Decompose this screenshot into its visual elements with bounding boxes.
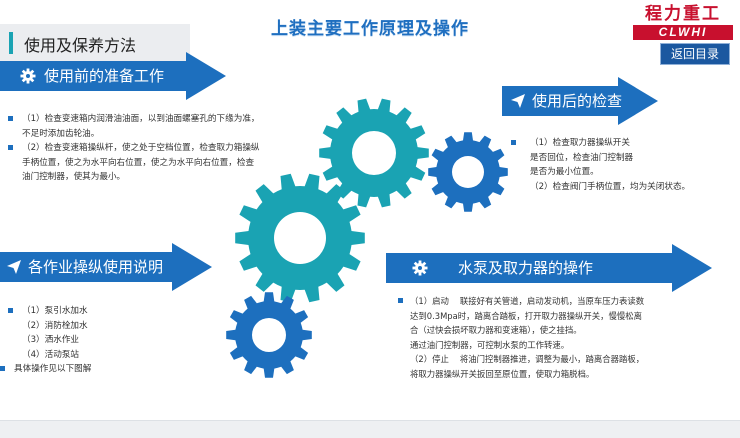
page-title: 上装主要工作原理及操作 [271,19,469,39]
text-line: （1）启动 联接好有关管道，启动发动机，当原车压力表读数 [410,296,645,306]
text-line: （2）停止 将油门控制器推进，调整为最小，踏离合器踏板， [410,354,645,364]
text-line: （1）检查取力器操纵开关 [530,138,630,148]
list-item: （4）活动泵站 [22,349,80,360]
logo-chinese-text: 程力重工 [645,4,721,24]
list-item: 具体操作见以下图解 [0,362,210,377]
pump-operation-banner: 水泵及取力器的操作 [386,244,712,292]
text-line: 合（过快会损坏取力器和变速箱），使之挂挡。 [410,325,582,335]
pump-operation-text: （1）启动 联接好有关管道，启动发动机，当原车压力表读数 达到0.3Mpa时，踏… [398,294,728,381]
footer-bar [0,420,740,438]
gear-icon [412,260,428,276]
section-tab: 使用及保养方法 [0,24,190,62]
paper-plane-icon [511,94,525,108]
list-item: （1）泵引水加水 [0,304,210,319]
after-use-banner: 使用后的检查 [502,77,658,125]
gear-icon [428,132,508,212]
after-use-text: （1）检查取力器操纵开关 是否回位，检查油门控制器 是否为最小位置。 （2）检查… [511,136,730,194]
logo-english-text: CLWHI [633,25,733,40]
company-logo: 程力重工 CLWHI [633,4,733,42]
list-item: （2）消防栓加水 [22,320,88,331]
text-line: 是否为最小位置。 [530,167,599,177]
bullet-marker [511,140,516,145]
list-item: （2）检查变速箱操纵杆，使之处于空档位置，检查取力箱操纵手柄位置，使之为水平向右… [0,141,262,185]
gear-icon [319,98,429,208]
before-use-title: 使用前的准备工作 [44,67,165,85]
operation-instructions-banner: 各作业操纵使用说明 [0,243,212,291]
text-line: 达到0.3Mpa时，踏离合踏板，打开取力器操纵开关，慢慢松离 [410,310,642,321]
list-item: （1）检查变速箱内润滑油油面，以到油面螺塞孔的下缘为准，不足时添加齿轮油。 [0,112,262,141]
pump-operation-title: 水泵及取力器的操作 [458,259,594,277]
after-use-title: 使用后的检查 [532,92,623,110]
gear-icon [226,292,312,378]
text-line: 是否回位，检查油门控制器 [530,152,634,163]
text-line: 通过油门控制器，可控制水泵的工作转速。 [410,339,570,350]
bullet-marker [398,298,403,303]
list-item: （3）洒水作业 [22,335,80,345]
paper-plane-icon [7,260,21,274]
text-line: （2）检查阀门手柄位置，均为关闭状态。 [530,181,691,192]
back-to-contents-button[interactable]: 返回目录 [660,43,730,65]
gear-icon [235,173,365,303]
operation-instructions-title: 各作业操纵使用说明 [28,258,164,276]
gear-icon [20,68,36,84]
operation-instructions-list: （1）泵引水加水 （2）消防栓加水 （3）洒水作业 （4）活动泵站 具体操作见以… [0,304,210,377]
text-line: 将取力器操纵开关扳回至原位置，使取力箱脱档。 [410,368,595,379]
before-use-banner: 使用前的准备工作 [0,52,226,100]
section-accent-bar [9,32,13,54]
section-title: 使用及保养方法 [24,36,137,55]
before-use-list: （1）检查变速箱内润滑油油面，以到油面螺塞孔的下缘为准，不足时添加齿轮油。 （2… [0,112,262,185]
